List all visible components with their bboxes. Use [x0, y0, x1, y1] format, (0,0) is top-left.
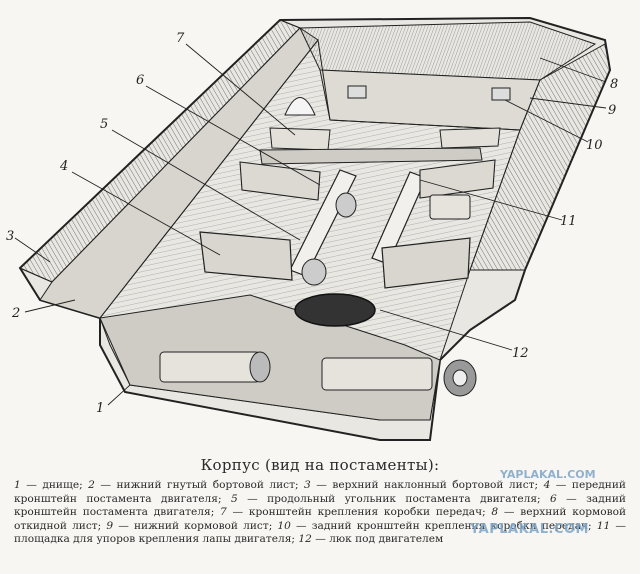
- gearbox-bracket: [269, 127, 331, 151]
- callout-4: 4: [59, 159, 68, 174]
- legend-item: 5 — продольный угольник постамента двига…: [230, 492, 541, 505]
- front-engine-bracket-right: [381, 237, 471, 289]
- legend-item: 11 — площадка для упоров крепления лапы …: [14, 519, 626, 546]
- callout-1: 1: [96, 401, 104, 416]
- hull-illustration: 1 2 3 4 5 6 7 8 9 10 11 12: [6, 16, 618, 441]
- watermark: YAPLAKAL.COM: [470, 522, 589, 537]
- callout-11: 11: [560, 214, 577, 229]
- legend-item: 6 — задний кронштейн постамента двигател…: [14, 492, 626, 519]
- rear-engine-bracket: [239, 161, 321, 201]
- callout-8: 8: [610, 77, 618, 92]
- legend-item: 3 — верхний наклонный бортовой лист;: [304, 479, 539, 491]
- legend-item: 8 — верхний кормовой откидной лист;: [14, 506, 627, 532]
- callout-2: 2: [11, 306, 20, 321]
- figure-title: Корпус (вид на постаменты):: [200, 456, 440, 474]
- callout-10: 10: [586, 138, 603, 153]
- callout-5: 5: [100, 117, 108, 132]
- legend-item: 4 — передний кронштейн постамента двигат…: [14, 479, 626, 505]
- figure-legend: 1 — днище; 2 — нижний гнутый бортовой ли…: [14, 479, 626, 547]
- legend-item: 2 — нижний гнутый бортовой лист;: [88, 479, 299, 491]
- leader-lines: [14, 43, 607, 406]
- callout-7: 7: [176, 31, 185, 46]
- legend-item: 10 — задний кронштейн крепления коробки …: [277, 519, 592, 532]
- legend-item: 12 — люк под двигателем: [298, 533, 444, 546]
- rear-engine-bracket-right: [419, 159, 496, 199]
- callout-labels: 1 2 3 4 5 6 7 8 9 10 11 12: [6, 31, 618, 416]
- legend-item: 9 — нижний кормовой лист;: [106, 519, 273, 532]
- gearbox-rear-bracket: [439, 127, 501, 149]
- callout-9: 9: [608, 103, 616, 118]
- callout-3: 3: [6, 229, 14, 244]
- cross-beam: [259, 147, 483, 165]
- engine-hatch: [294, 293, 376, 327]
- front-engine-bracket: [199, 231, 293, 281]
- legend-item: 7 — кронштейн крепления коробки передач;: [220, 506, 486, 519]
- callout-12: 12: [512, 346, 529, 361]
- watermark-top: YAPLAKAL.COM: [500, 468, 596, 481]
- legend-item: 1 — днище;: [14, 479, 83, 491]
- suspension-cylinders: [159, 192, 477, 397]
- callout-6: 6: [136, 73, 144, 88]
- rear-supports: [284, 85, 511, 116]
